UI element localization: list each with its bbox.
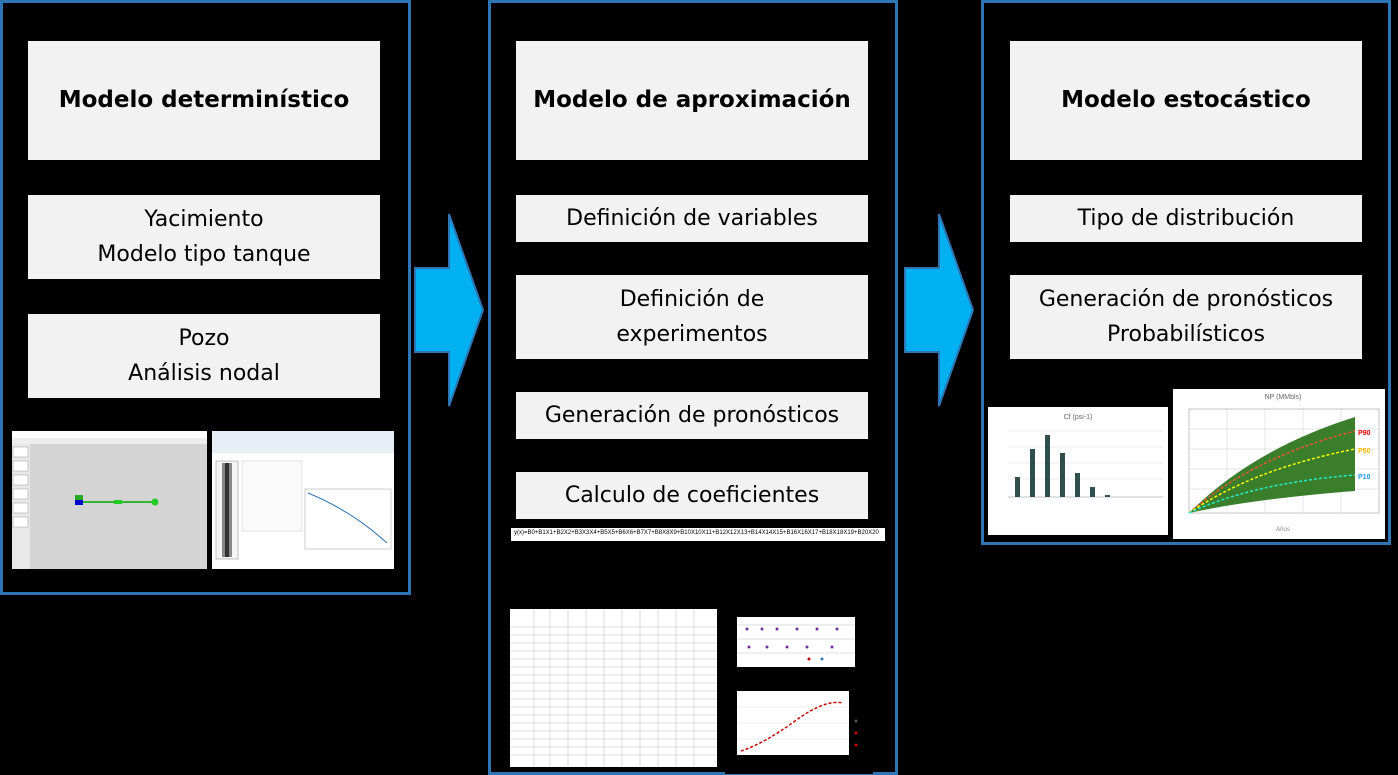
distribution-box: Tipo de distribución <box>1010 195 1362 242</box>
nodal-analysis-screenshot <box>212 431 394 569</box>
histogram-title: Cf (psi-1) <box>1064 414 1093 421</box>
legend-p50: P50 <box>1358 448 1371 455</box>
np-title: NP (MMbls) <box>1265 394 1302 401</box>
deterministic-panel: Modelo determinístico Yacimiento Modelo … <box>0 0 411 595</box>
deterministic-title: Modelo determinístico <box>28 41 380 160</box>
np-fit-chart <box>725 679 873 774</box>
forecast-box: Generación de pronósticos <box>516 392 868 439</box>
cf-histogram: Cf (psi-1) <box>988 407 1168 535</box>
np-xlabel: Años <box>1276 527 1290 533</box>
experiments-box: Definición de experimentos <box>516 275 868 359</box>
approximation-panel: Modelo de aproximación Definición de var… <box>488 0 898 775</box>
stochastic-title: Modelo estocástico <box>1010 41 1362 160</box>
coefficients-box: Calculo de coeficientes <box>516 472 868 519</box>
probabilistic-forecast-box: Generación de pronósticos Probabilístico… <box>1010 275 1362 359</box>
experiment-scatter <box>737 617 855 667</box>
arrow-right-icon <box>414 213 485 407</box>
approximation-title: Modelo de aproximación <box>516 41 868 160</box>
well-box: Pozo Análisis nodal <box>28 314 380 398</box>
legend-p10: P10 <box>1358 474 1371 481</box>
legend-p90: P90 <box>1358 430 1371 437</box>
mbal-screenshot <box>12 431 207 569</box>
response-surface-formula: y(x)=B0+B1X1+B2X2+B3X3X4+B5X5+B6X6+B7X7+… <box>511 528 885 541</box>
reservoir-box: Yacimiento Modelo tipo tanque <box>28 195 380 279</box>
stochastic-panel: Modelo estocástico Tipo de distribución … <box>981 0 1391 545</box>
coefficients-table <box>510 609 717 767</box>
np-probabilistic-chart: NP (MMbls) P90 P50 P10 Años <box>1173 389 1385 539</box>
variables-box: Definición de variables <box>516 195 868 242</box>
arrow-right-icon-2 <box>904 213 975 407</box>
